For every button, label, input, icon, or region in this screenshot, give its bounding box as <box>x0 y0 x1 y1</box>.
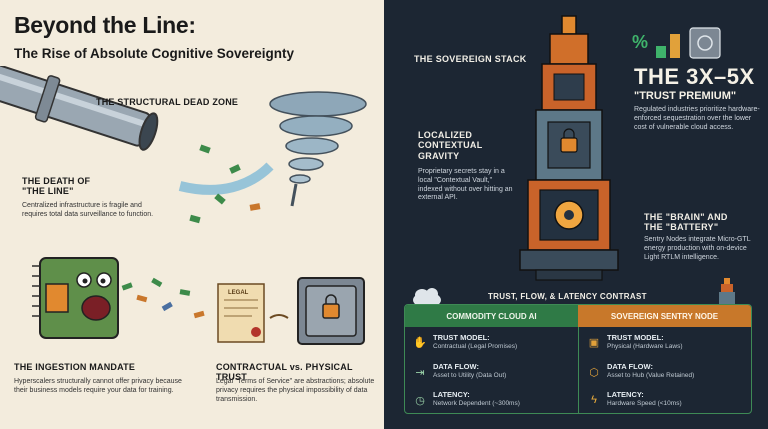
row-trust-value-right: Physical (Hardware Laws) <box>607 343 683 350</box>
monster-mouth <box>81 295 111 321</box>
data-eating-server-illustration <box>32 257 205 339</box>
tower-spire <box>561 15 577 35</box>
row-flow-value-left: Asset to Utility (Data Out) <box>433 372 507 379</box>
pipe-ring <box>34 75 61 123</box>
water-stream <box>178 162 274 195</box>
data-out-icon: ⇥ <box>415 366 425 379</box>
cash-bill <box>229 164 241 174</box>
contractual-heading: CONTRACTUAL vs. PHYSICAL TRUST <box>216 362 353 382</box>
bar-icon <box>656 46 666 58</box>
gravity-heading: LOCALIZED CONTEXTUAL GRAVITY <box>418 130 483 161</box>
padlock-icon: ▣ <box>588 336 600 349</box>
brain-heading-line1: THE "BRAIN" AND <box>644 212 728 222</box>
padlock-icon <box>322 303 340 319</box>
death-heading-line1: THE DEATH OF <box>22 176 91 186</box>
premium-chart-icon <box>656 27 721 59</box>
tornado-icon <box>269 91 367 207</box>
stack-heading: THE SOVEREIGN STACK <box>414 54 527 64</box>
column-divider <box>578 327 579 413</box>
cash-bill <box>249 203 261 211</box>
cash-bill <box>214 193 226 205</box>
col-header-sentry: SOVEREIGN SENTRY NODE <box>578 305 751 327</box>
percent-icon: % <box>632 32 649 52</box>
row-latency-label-left: LATENCY: <box>433 390 470 399</box>
row-flow-label-left: DATA FLOW: <box>433 362 479 371</box>
handshake-icon: ✋ <box>413 336 427 349</box>
brain-body: Sentry Nodes integrate Micro-GTL energy … <box>644 236 751 261</box>
contrast-table: COMMODITY CLOUD AI SOVEREIGN SENTRY NODE… <box>404 304 752 414</box>
hub-icon: ⬡ <box>589 366 599 379</box>
ingestion-body: Hyperscalers structurally cannot offer p… <box>14 378 182 394</box>
wax-seal-icon <box>251 327 261 337</box>
tower-window <box>553 73 585 101</box>
sentry-node-icon <box>719 278 735 304</box>
col-header-cloud: COMMODITY CLOUD AI <box>405 305 578 327</box>
ingested-data-stream <box>121 277 205 319</box>
bar-icon <box>670 34 680 58</box>
clock-icon: ◷ <box>415 394 425 407</box>
premium-multiplier: THE 3X–5X <box>634 64 755 89</box>
row-flow-label-right: DATA FLOW: <box>607 362 653 371</box>
page-title: Beyond the Line: <box>14 12 196 38</box>
safe-icon <box>689 27 721 59</box>
row-latency-value-left: Network Dependent (~300ms) <box>433 400 520 407</box>
tower-base <box>519 249 619 271</box>
sovereign-tower-illustration <box>519 15 619 281</box>
cash-bill <box>199 144 211 154</box>
row-trust-label-left: TRUST MODEL: <box>433 333 490 342</box>
dead-zone-heading: THE STRUCTURAL DEAD ZONE <box>96 97 239 107</box>
ingestion-heading: THE INGESTION MANDATE <box>14 362 136 372</box>
left-panel: Beyond the Line: The Rise of Absolute Co… <box>0 0 384 429</box>
death-heading-line2: "THE LINE" <box>22 186 74 197</box>
scroll-label: LEGAL <box>228 290 249 296</box>
table-title: TRUST, FLOW, & LATENCY CONTRAST <box>488 292 647 301</box>
page-subtitle: The Rise of Absolute Cognitive Sovereign… <box>14 46 295 61</box>
death-heading: THE DEATH OF "THE LINE" <box>22 176 90 197</box>
tower-top-tier <box>549 33 589 65</box>
gravity-heading-line2: CONTEXTUAL <box>418 140 483 151</box>
legal-scroll-vs-safe-illustration <box>217 277 365 345</box>
pipe-mouth <box>138 112 159 151</box>
row-trust-value-left: Contractual (Legal Promises) <box>433 343 518 350</box>
pipe-highlight <box>0 69 150 129</box>
tower-padlock-icon <box>560 137 578 153</box>
row-flow-value-right: Asset to Hub (Value Retained) <box>607 372 695 379</box>
contractual-body: Legal "Terms of Service" are abstraction… <box>216 378 375 403</box>
legal-scroll-icon <box>217 283 265 343</box>
gravity-heading-line3: GRAVITY <box>418 150 460 161</box>
lightning-icon: ϟ <box>591 394 597 406</box>
brain-heading: THE "BRAIN" AND THE "BATTERY" <box>644 212 728 233</box>
premium-subtitle: "TRUST PREMIUM" <box>634 90 737 102</box>
premium-body: Regulated industries prioritize hardware… <box>634 106 760 131</box>
handshake-icon <box>269 314 289 319</box>
row-latency-label-right: LATENCY: <box>607 390 644 399</box>
gravity-heading-line1: LOCALIZED <box>418 130 473 140</box>
brain-heading-line2: THE "BATTERY" <box>644 222 719 233</box>
flying-cash-group <box>189 144 261 224</box>
cash-bill <box>189 214 201 224</box>
gravity-body: Proprietary secrets stay in a local "Con… <box>418 168 513 202</box>
death-body: Centralized infrastructure is fragile an… <box>22 202 154 218</box>
row-latency-value-right: Hardware Speed (<10ms) <box>607 400 682 407</box>
row-trust-label-right: TRUST MODEL: <box>607 333 664 342</box>
cpu-chip <box>45 283 69 313</box>
broken-pipe-illustration <box>0 66 367 224</box>
